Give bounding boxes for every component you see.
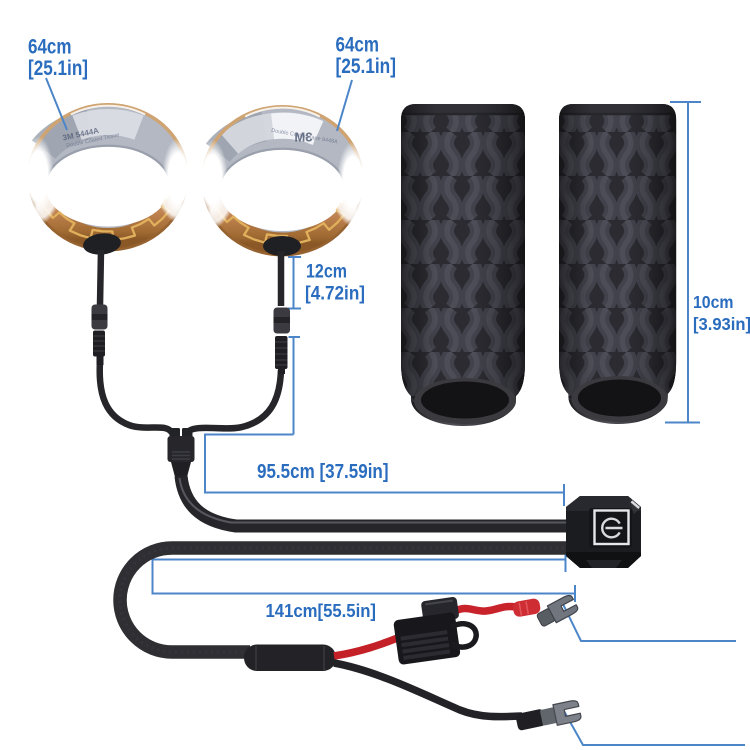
svg-text:64cm: 64cm xyxy=(336,34,380,57)
svg-text:12cm: 12cm xyxy=(306,262,347,283)
svg-text:[3.93in]: [3.93in] xyxy=(693,314,750,334)
svg-text:[25.1in]: [25.1in] xyxy=(28,57,88,80)
svg-text:64cm: 64cm xyxy=(28,35,72,58)
svg-text:141cm[55.5in]: 141cm[55.5in] xyxy=(266,601,377,621)
svg-text:95.5cm [37.59in]: 95.5cm [37.59in] xyxy=(257,460,389,483)
svg-text:[4.72in]: [4.72in] xyxy=(305,283,365,304)
svg-text:3M: 3M xyxy=(294,130,312,145)
svg-text:[25.1in]: [25.1in] xyxy=(336,55,397,78)
svg-text:10cm: 10cm xyxy=(693,292,734,312)
